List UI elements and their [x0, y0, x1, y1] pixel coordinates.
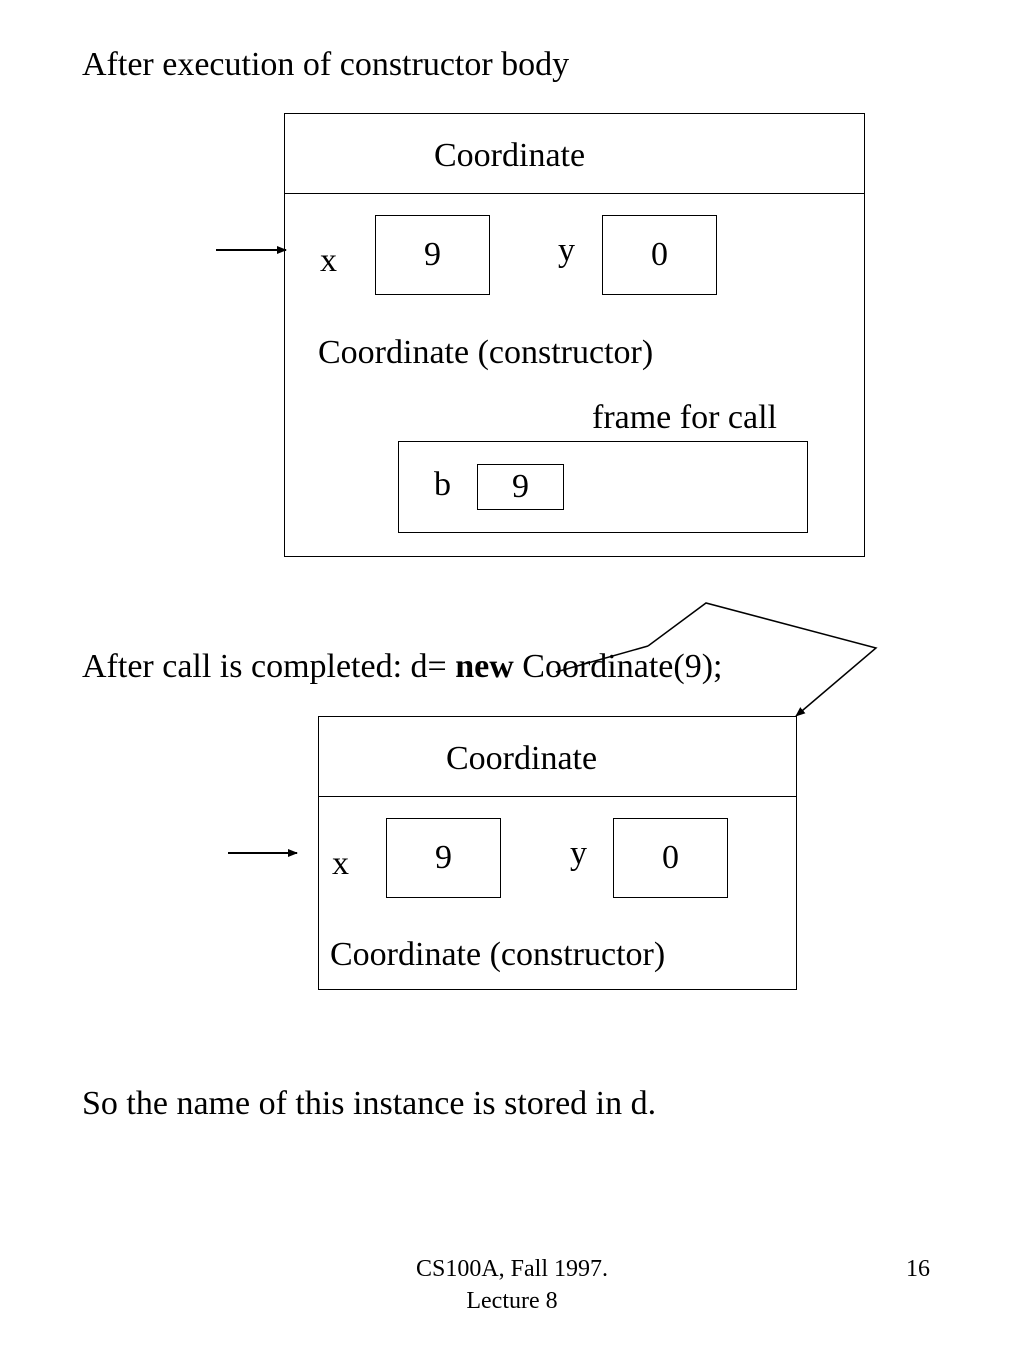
field-label-x: x	[320, 242, 337, 279]
heading-mid: After call is completed: d= new Coordina…	[82, 650, 722, 684]
constructor-label: Coordinate (constructor)	[318, 334, 654, 371]
class-header	[284, 113, 865, 194]
class-name: Coordinate	[446, 740, 598, 777]
conclusion-text: So the name of this instance is stored i…	[82, 1085, 657, 1122]
field-label-y: y	[558, 232, 575, 269]
heading-top: After execution of constructor body	[82, 46, 570, 83]
footer-course-line1: CS100A, Fall 1997.	[415, 1256, 609, 1282]
class-header	[318, 716, 797, 797]
field-label-x: x	[332, 845, 349, 882]
new-keyword: new	[455, 648, 514, 685]
field-value-x: 9	[386, 818, 501, 898]
heading-mid-prefix: After call is completed: d=	[82, 648, 456, 685]
field-value-y: 0	[613, 818, 728, 898]
frame-caption: frame for call	[592, 399, 777, 436]
field-value-y: 0	[602, 215, 717, 295]
reference-arrow	[647, 602, 878, 717]
heading-mid-rest: Coordinate(9);	[513, 648, 723, 685]
reference-arrow-tail	[555, 645, 649, 673]
constructor-label: Coordinate (constructor)	[330, 936, 666, 973]
page-number: 16	[906, 1256, 930, 1282]
class-name: Coordinate	[434, 137, 586, 174]
field-label-y: y	[570, 835, 587, 872]
field-value-x: 9	[375, 215, 490, 295]
param-label-b: b	[434, 466, 451, 503]
call-frame	[398, 441, 808, 533]
footer-course-line2: Lecture 8	[466, 1288, 558, 1314]
param-value-b: 9	[477, 464, 564, 510]
